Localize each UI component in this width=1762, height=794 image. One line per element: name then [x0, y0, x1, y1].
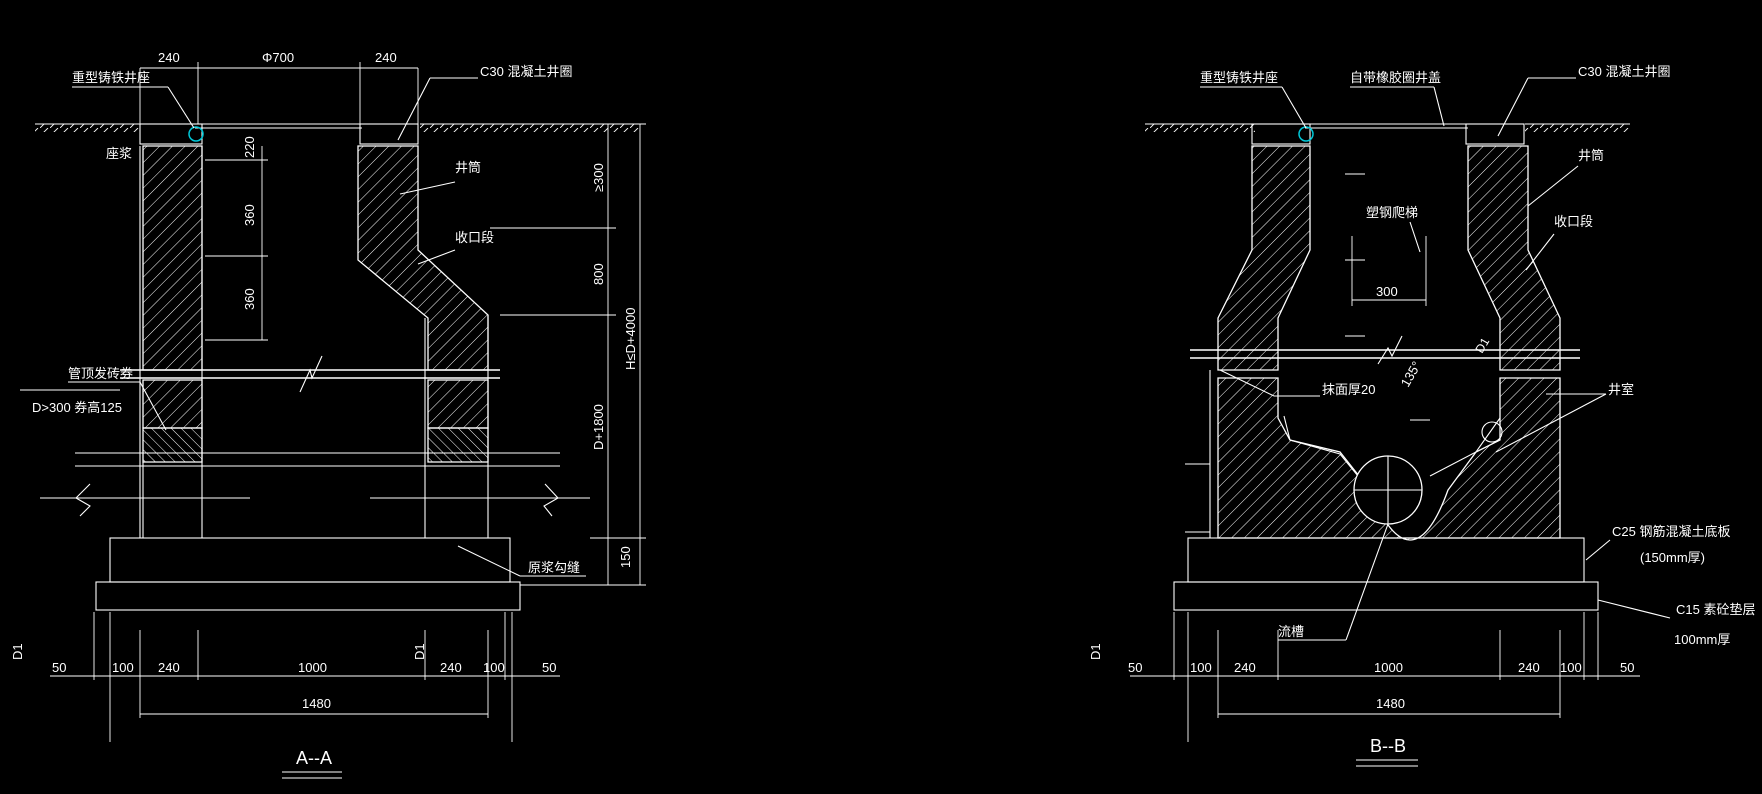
- concrete-ring-right-bb: [1465, 123, 1525, 145]
- label-reducer-bb: 收口段: [1554, 214, 1593, 229]
- dim-b1480: 1480: [302, 696, 331, 711]
- label-seat: 重型铸铁井座: [72, 70, 150, 85]
- dim-r2: 800: [591, 263, 606, 285]
- dim-top-right: 240: [375, 50, 397, 65]
- shaft-wall-left: [142, 145, 203, 371]
- dim-b1480-bb: 1480: [1376, 696, 1405, 711]
- label-ring: C30 混凝土井圈: [480, 64, 572, 79]
- shaft-wall-right: [357, 145, 489, 371]
- dim-top-mid: Φ700: [262, 50, 294, 65]
- label-plaster-bb: 抹面厚20: [1322, 382, 1375, 397]
- cast-iron-seat-icon-bb: [1298, 126, 1314, 142]
- dim-b50a: 50: [52, 660, 66, 675]
- label-cover-bb: 自带橡胶圈井盖: [1350, 70, 1441, 85]
- dim-v2: 360: [242, 204, 257, 226]
- concrete-ring-left: [139, 123, 203, 145]
- label-cushion: 原浆勾缝: [528, 560, 580, 575]
- dim-b50b: 50: [542, 660, 556, 675]
- dim-b1000-bb: 1000: [1374, 660, 1403, 675]
- label-cushion-thk-bb: 100mm厚: [1674, 632, 1730, 647]
- dim-b50b-bb: 50: [1620, 660, 1634, 675]
- label-d1-pipe-bb: D1: [1472, 335, 1492, 356]
- dim-d1-mid: D1: [412, 643, 427, 660]
- cushion-layer-bb: [1173, 581, 1599, 611]
- label-shaft-bb: 井筒: [1578, 148, 1604, 163]
- chamber-wall-left: [1217, 145, 1311, 371]
- label-angle-bb: 135°: [1398, 359, 1424, 390]
- label-base-bb: C25 钢筋混凝土底板: [1612, 524, 1730, 539]
- labels-bb: 重型铸铁井座 自带橡胶圈井盖 C30 混凝土井圈 井筒 收口段 塑钢爬梯 抹面厚…: [1200, 64, 1755, 647]
- dim-b100a: 100: [112, 660, 134, 675]
- dim-r4: 150: [618, 546, 633, 568]
- label-ring-bb: C30 混凝土井圈: [1578, 64, 1670, 79]
- right-dimensions: ≥300 800 D+1800 150 H≤D+4000: [420, 123, 646, 586]
- dim-b240b: 240: [440, 660, 462, 675]
- label-seat-bb: 重型铸铁井座: [1200, 70, 1278, 85]
- dim-b240a: 240: [158, 660, 180, 675]
- cast-iron-seat-icon: [188, 126, 204, 142]
- labels-aa: 重型铸铁井座 C30 混凝土井圈 座浆 井筒 收口段 管顶发砖券 D>300 券…: [20, 64, 586, 577]
- inner-dimensions: 220 360 360: [205, 136, 268, 341]
- label-cushion-bb: C15 素砼垫层: [1676, 602, 1755, 617]
- base-slab-bb: [1187, 537, 1585, 583]
- label-mortar: 座浆: [106, 146, 132, 161]
- dim-b240b-bb: 240: [1518, 660, 1540, 675]
- label-pipe-arch: 管顶发砖券: [68, 366, 133, 381]
- section-title-aa: A--A: [296, 748, 332, 768]
- dim-top-left: 240: [158, 50, 180, 65]
- dim-h-total: H≤D+4000: [623, 308, 638, 370]
- chamber-wall-right: [1467, 145, 1561, 371]
- dim-b100a-bb: 100: [1190, 660, 1212, 675]
- dim-b240a-bb: 240: [1234, 660, 1256, 675]
- dim-d1-left-bb: D1: [1088, 643, 1103, 660]
- section-title-bb: B--B: [1370, 736, 1406, 756]
- label-channel-bb: 流槽: [1278, 624, 1304, 639]
- section-bb: 300 重型铸铁井座 自带橡胶圈井盖 C30 混凝土井圈 井筒 收口段 塑钢爬梯…: [1088, 64, 1755, 767]
- dim-b100b-bb: 100: [1560, 660, 1582, 675]
- ground-line-right: [420, 123, 640, 132]
- dim-v1: 220: [242, 136, 257, 158]
- concrete-ring-left-bb: [1251, 123, 1311, 145]
- label-chamber-bb: 井室: [1608, 382, 1634, 397]
- dim-d1-left: D1: [10, 643, 25, 660]
- ground-line-left: [35, 123, 140, 132]
- label-reducer: 收口段: [455, 230, 494, 245]
- ground-line-bb: [1145, 123, 1630, 132]
- dim-v3: 360: [242, 288, 257, 310]
- section-aa: 240 Φ700 240 220 360 360 ≥300 800 D+1800: [10, 50, 646, 779]
- dim-b100b: 100: [483, 660, 505, 675]
- cushion-layer: [95, 581, 521, 611]
- concrete-ring-right: [359, 123, 419, 145]
- top-dimensions: 240 Φ700 240: [139, 50, 419, 124]
- label-arch-note: D>300 券高125: [32, 400, 122, 415]
- dim-b1000: 1000: [298, 660, 327, 675]
- label-base-thk-bb: (150mm厚): [1640, 550, 1705, 565]
- bottom-dimensions: D1 D1 50 100 240 1000 240 100 50 1480: [10, 612, 560, 742]
- dim-b50a-bb: 50: [1128, 660, 1142, 675]
- ladder-marks: 300: [1345, 173, 1430, 421]
- dim-r1: ≥300: [591, 163, 606, 192]
- base-slab: [109, 537, 511, 583]
- label-shaft: 井筒: [455, 160, 481, 175]
- bottom-dimensions-bb: D1 50 100 240 1000 240 100 50 1480: [1088, 612, 1640, 742]
- dim-r3: D+1800: [591, 404, 606, 450]
- dim-ladder: 300: [1376, 284, 1398, 299]
- label-ladder-bb: 塑钢爬梯: [1366, 205, 1418, 220]
